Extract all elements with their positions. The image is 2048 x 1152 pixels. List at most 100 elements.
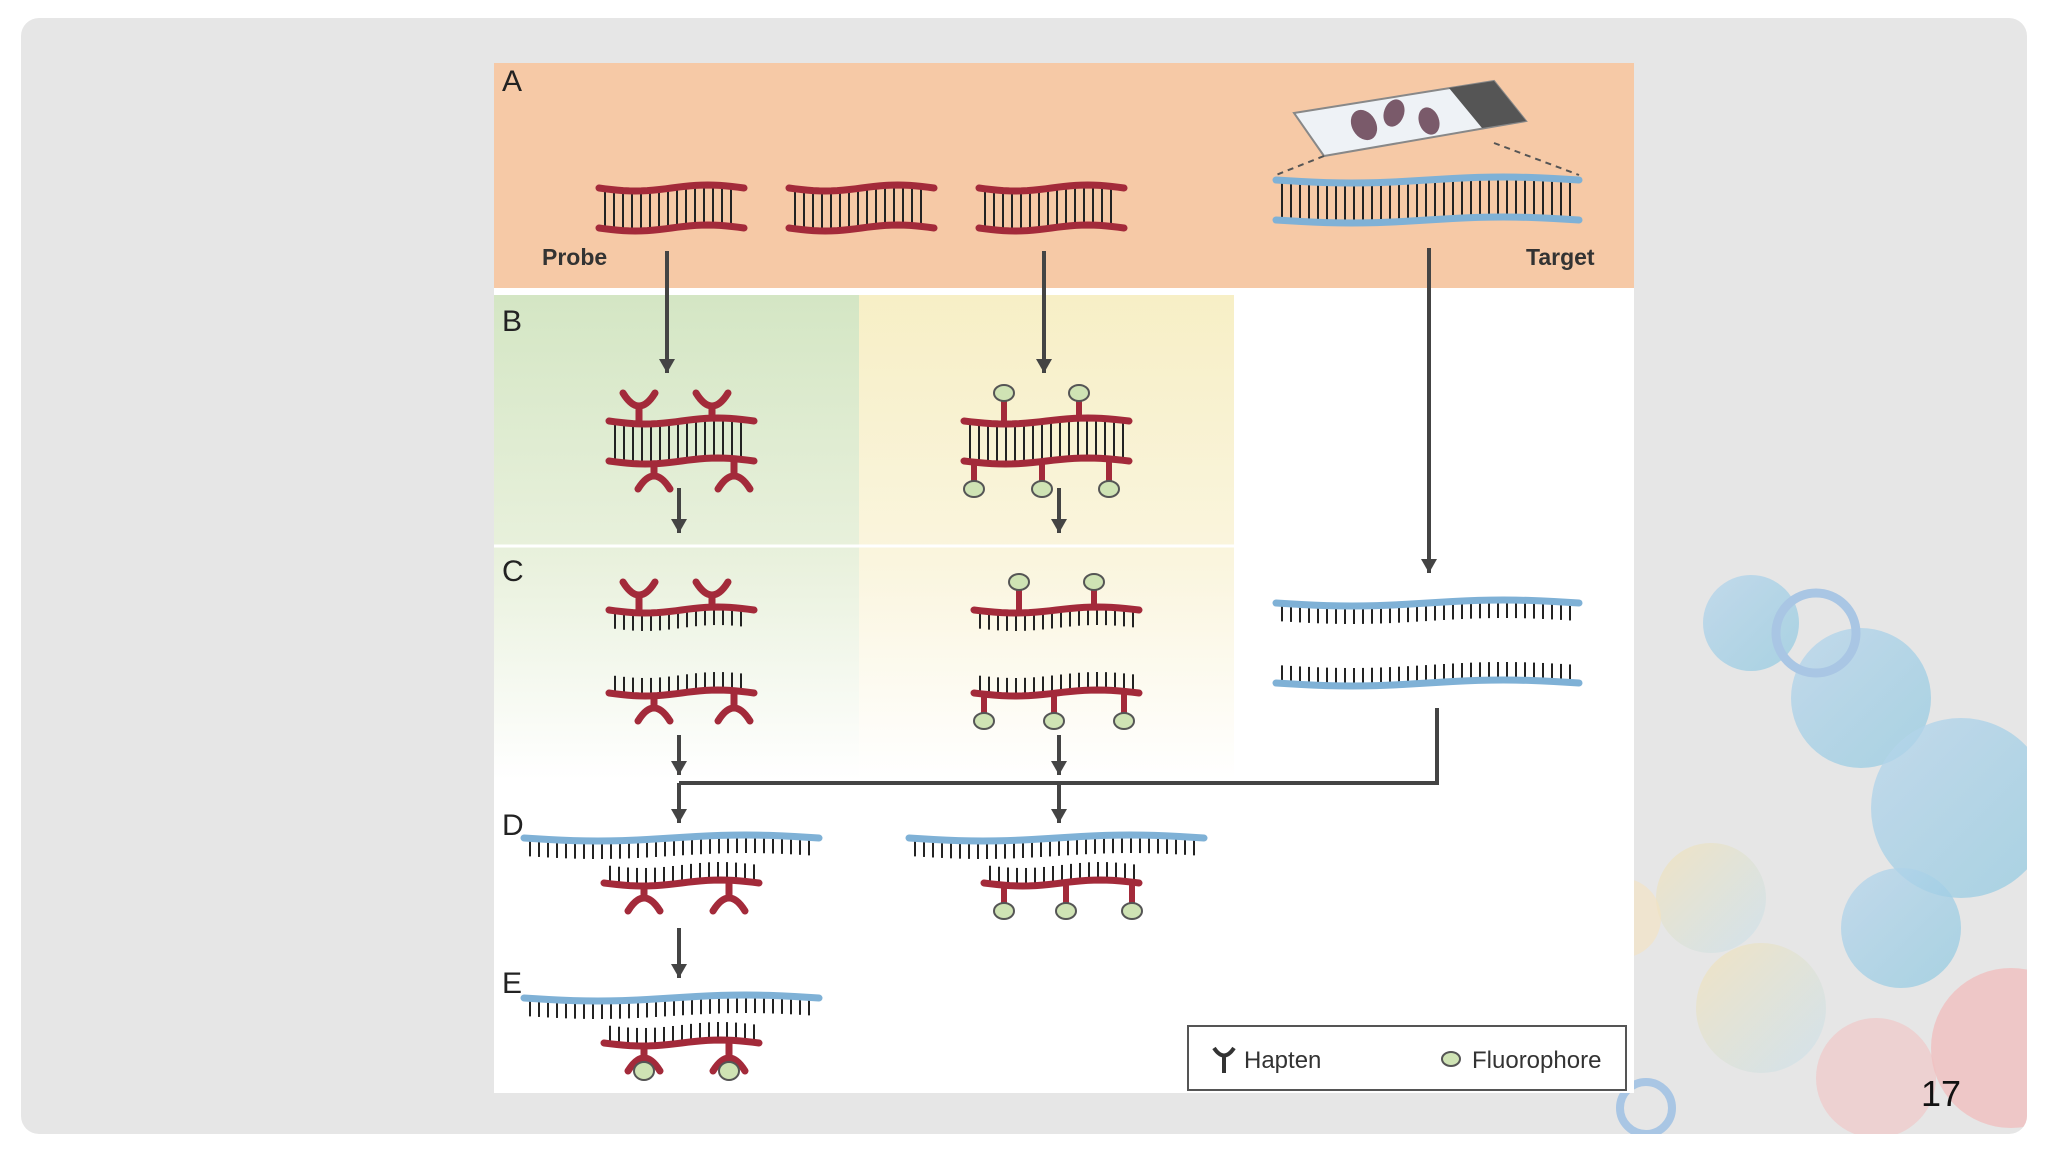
fluorophore-bead	[1068, 384, 1090, 402]
microscope-slide-icon	[1275, 79, 1580, 176]
flow-arrow	[671, 783, 687, 823]
fluorophore-bead	[1098, 480, 1120, 498]
probe-strand	[605, 454, 758, 468]
hapten-icon	[619, 578, 659, 610]
arrow-head	[659, 359, 675, 373]
fluorophore-bead	[993, 902, 1015, 920]
deco-blob	[1696, 943, 1826, 1073]
fluorophore-bead	[963, 480, 985, 498]
flow-arrow	[671, 735, 687, 775]
flow-arrow	[671, 488, 687, 533]
denatured-probe-strand	[970, 603, 1143, 631]
probe-strand	[975, 221, 1128, 235]
target-label: Target	[1526, 244, 1595, 270]
hapten-cup	[709, 1054, 749, 1075]
probe-strand	[595, 181, 748, 195]
hapten-icon	[714, 693, 754, 725]
probe-dsdna	[975, 181, 1128, 235]
arrow-head	[1051, 761, 1067, 775]
panel-label-c: C	[502, 555, 524, 588]
denatured-target-strand-backbone	[1272, 596, 1583, 610]
flow-arrow	[1036, 251, 1052, 373]
hybridized-target-strand	[520, 831, 823, 859]
arrow-head	[671, 519, 687, 533]
deco-blob	[1841, 868, 1961, 988]
hapten-icon	[619, 389, 659, 421]
fluorophore-bead	[1113, 712, 1135, 730]
target-strand	[1272, 213, 1583, 227]
deco-blob	[1931, 968, 2027, 1128]
hapten-icon	[692, 578, 732, 610]
hapten-cup	[714, 704, 754, 725]
hapten-cup	[714, 472, 754, 493]
arrow-head	[1051, 519, 1067, 533]
hapten-labeled-probe	[605, 414, 758, 468]
fluorophore-icon	[1043, 693, 1065, 730]
hybridized-probe-strand-backbone	[980, 876, 1143, 890]
fluorophore-icon	[1008, 573, 1030, 610]
arrow-head	[1051, 809, 1067, 823]
zoom-guide-line	[1275, 155, 1325, 176]
flow-arrow	[659, 251, 675, 373]
panel-label-a: A	[502, 65, 522, 98]
hapten-cup	[692, 389, 732, 410]
fluorophore-icon	[993, 384, 1015, 421]
fluorophore-labeled-probe	[960, 414, 1133, 468]
fish-diagram: A B C D E Probe Target Hapten Fluorophor…	[494, 63, 1634, 1093]
deco-blob	[1871, 718, 2027, 898]
hapten-icon	[624, 883, 664, 915]
chromosome-shape	[1383, 99, 1405, 127]
probe-strand	[960, 454, 1133, 468]
hapten-cup	[619, 389, 659, 410]
hapten-icon	[709, 1043, 749, 1075]
fluorophore-icon	[973, 693, 995, 730]
denatured-probe-strand	[605, 603, 758, 631]
fluorophore-bead	[1031, 480, 1053, 498]
denatured-probe-strand-backbone	[605, 686, 758, 700]
hapten-glyph	[1212, 1046, 1236, 1073]
hapten-icon	[1212, 1046, 1236, 1073]
denatured-probe-strand-backbone	[970, 603, 1143, 617]
legend-hapten-label: Hapten	[1244, 1047, 1321, 1074]
deco-blob	[1791, 628, 1931, 768]
panel-label-d: D	[502, 809, 524, 842]
hapten-icon	[714, 461, 754, 493]
fluorophore-icon	[993, 883, 1015, 920]
deco-ring	[1616, 1078, 1676, 1134]
probe-label: Probe	[542, 244, 607, 270]
denatured-target-strand	[1272, 596, 1583, 624]
flow-arrow	[1421, 248, 1437, 573]
probe-strand	[785, 181, 938, 195]
flow-arrow	[1051, 783, 1067, 823]
denatured-probe-strand	[605, 672, 758, 700]
hapten-cup	[634, 472, 674, 493]
probe-dsdna	[785, 181, 938, 235]
denatured-target-strand	[1272, 662, 1583, 690]
hapten-icon	[634, 461, 674, 493]
fluorophore-icon	[963, 461, 985, 498]
fluorophore-bead	[993, 384, 1015, 402]
detected-probe-strand	[600, 1022, 763, 1050]
hapten-icon	[709, 883, 749, 915]
arrow-head	[1036, 359, 1052, 373]
fluorophore-bead	[1121, 902, 1143, 920]
fluorophore-bead	[1008, 573, 1030, 591]
flow-arrow	[1051, 735, 1067, 775]
hapten-cup	[634, 704, 674, 725]
probe-strand	[975, 181, 1128, 195]
fluorophore-bead	[973, 712, 995, 730]
slide: A B C D E Probe Target Hapten Fluorophor…	[21, 18, 2027, 1134]
fluorophore-icon	[1055, 883, 1077, 920]
page-number: 17	[1921, 1073, 1962, 1114]
hybridized-probe-strand-backbone	[600, 876, 763, 890]
deco-blob	[1816, 1018, 1936, 1134]
fluorophore-icon	[1121, 883, 1143, 920]
fluorophore-icon	[1031, 461, 1053, 498]
hybridized-target-strand-backbone	[520, 831, 823, 845]
detected-target-strand	[520, 991, 823, 1019]
hapten-icon	[692, 389, 732, 421]
detected-target-strand-backbone	[520, 991, 823, 1005]
target-strand	[1272, 173, 1583, 187]
hybridized-target-strand-backbone	[905, 831, 1208, 845]
chromosome-shape	[1418, 107, 1440, 135]
